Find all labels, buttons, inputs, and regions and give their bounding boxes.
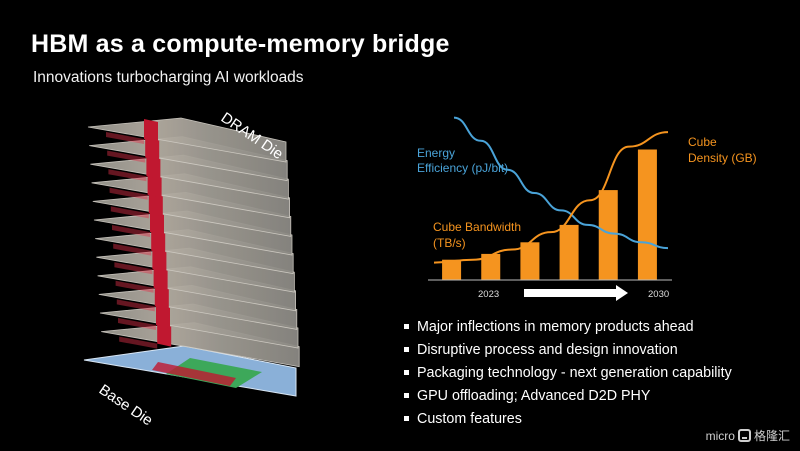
watermark-brand: micro [705, 428, 735, 443]
watermark: micro 格隆汇 [706, 427, 790, 444]
bullet-marker-icon [404, 369, 409, 375]
bullet-marker-icon [404, 323, 409, 329]
density-bar [481, 253, 501, 280]
bandwidth-label-1: Cube Bandwidth [433, 220, 521, 234]
density-label-1: Cube [688, 135, 717, 149]
dram-die-layer [87, 117, 287, 163]
density-bar [520, 242, 540, 280]
bullet-marker-icon [404, 392, 409, 398]
bullet-item: Custom features [402, 408, 732, 431]
watermark-cn: 格隆汇 [753, 429, 790, 443]
base-die [83, 345, 297, 397]
hbm-stack-diagram: DRAM Die Base Die [83, 109, 300, 429]
dram-die-layer [92, 191, 292, 237]
efficiency-label-2: Efficiency (pJ/bit) [417, 161, 508, 175]
x-tick-2030: 2030 [648, 289, 669, 300]
slide-title: HBM as a compute-memory bridge [31, 30, 450, 58]
bandwidth-label-2: (TB/s) [433, 236, 466, 250]
base-die-label: Base Die [96, 381, 156, 429]
gelonghui-logo-icon [737, 429, 751, 442]
bullet-marker-icon [404, 346, 409, 352]
hbm-trend-chart: Energy Efficiency (pJ/bit) Cube Density … [417, 116, 757, 301]
bullet-item: Disruptive process and design innovation [402, 339, 732, 362]
density-bar [637, 149, 657, 280]
bullet-marker-icon [404, 415, 409, 421]
bullet-item: Packaging technology - next generation c… [402, 362, 732, 385]
density-label-2: Density (GB) [688, 151, 757, 165]
dram-die-layer [96, 247, 295, 293]
bullet-item: GPU offloading; Advanced D2D PHY [402, 385, 732, 408]
bullet-list: Major inflections in memory products ahe… [402, 316, 732, 431]
dram-die-layer [97, 266, 297, 312]
bandwidth-curve [433, 131, 669, 264]
bullet-item: Major inflections in memory products ahe… [402, 316, 732, 339]
density-bar [442, 259, 462, 280]
efficiency-label-1: Energy [417, 146, 455, 160]
density-bar [598, 190, 618, 280]
timeline-arrow [524, 285, 628, 301]
x-tick-2023: 2023 [478, 289, 499, 300]
slide-subtitle: Innovations turbocharging AI workloads [33, 69, 304, 86]
density-bar [559, 224, 579, 280]
efficiency-curve [453, 116, 669, 250]
